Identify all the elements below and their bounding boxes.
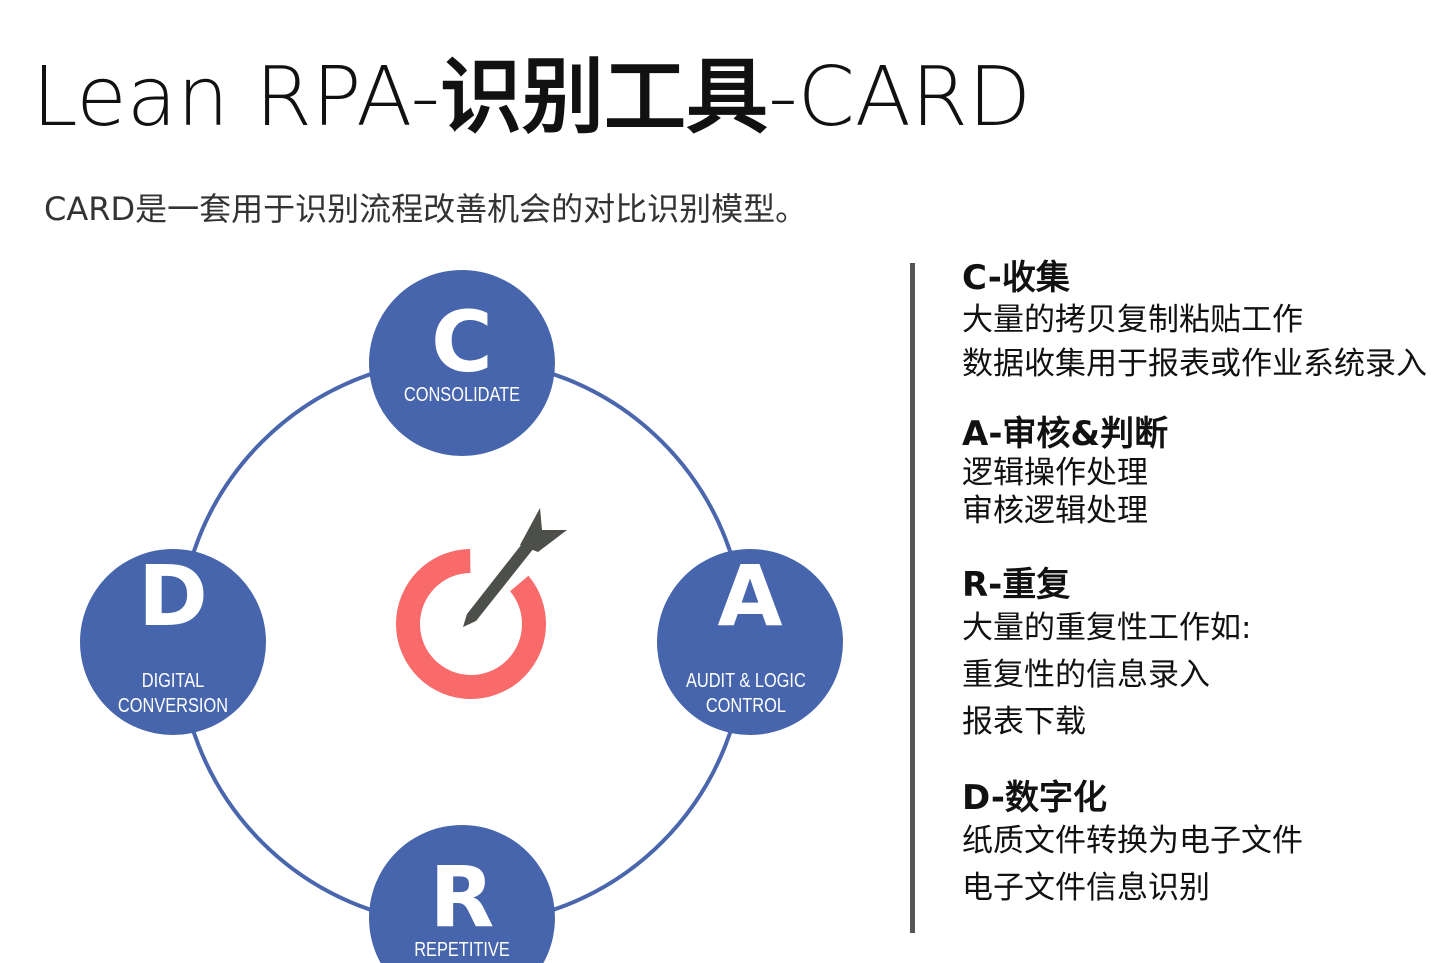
node-letter: C (431, 293, 493, 391)
section-line: 大量的拷贝复制粘贴工作 (962, 302, 1303, 338)
node-label: AUDIT & LOGIC (686, 668, 806, 691)
section-line: 电子文件信息识别 (962, 870, 1210, 906)
subtitle: CARD是一套用于识别流程改善机会的对比识别模型。 (44, 190, 808, 228)
divider (910, 263, 915, 933)
title-cn: 识别工具 (440, 50, 769, 145)
section-heading: C-收集 (962, 258, 1070, 298)
section-1: A-审核&判断逻辑操作处理审核逻辑处理 (962, 414, 1168, 530)
section-line: 重复性的信息录入 (962, 657, 1210, 693)
section-2: R-重复大量的重复性工作如: 重复性的信息录入报表下载 (962, 565, 1251, 746)
node-circle (369, 270, 555, 456)
node-label: CONVERSION (118, 693, 228, 716)
section-3: D-数字化纸质文件转换为电子文件电子文件信息识别 (962, 778, 1303, 912)
section-line: 逻辑操作处理 (962, 455, 1148, 491)
node-letter: R (430, 848, 495, 946)
node-circle (80, 549, 266, 735)
section-line: 报表下载 (962, 704, 1086, 740)
node-circle (369, 825, 555, 963)
section-line: 审核逻辑处理 (962, 493, 1148, 529)
node-label: CONSOLIDATE (404, 382, 520, 405)
node-label: DIGITAL (142, 668, 205, 691)
node-label: REPETITIVE (414, 937, 510, 960)
section-heading: R-重复 (962, 565, 1071, 605)
node-letter: D (138, 547, 208, 645)
node-circle (657, 549, 843, 735)
title-suffix: -CARD (768, 50, 1032, 145)
section-heading: A-审核&判断 (962, 414, 1169, 454)
section-line: 纸质文件转换为电子文件 (962, 823, 1303, 859)
target-icon (396, 508, 567, 699)
page-title: Lean RPA-识别工具-CARD (32, 48, 1031, 148)
section-line: 数据收集用于报表或作业系统录入 (962, 346, 1427, 382)
section-heading: D-数字化 (962, 778, 1107, 818)
section-0: C-收集大量的拷贝复制粘贴工作数据收集用于报表或作业系统录入 (962, 258, 1427, 386)
node-letter: A (717, 547, 782, 645)
dart-icon (463, 540, 534, 627)
title-prefix: Lean RPA- (32, 50, 441, 145)
node-label: CONTROL (706, 693, 786, 716)
section-line: 大量的重复性工作如: (962, 610, 1252, 646)
